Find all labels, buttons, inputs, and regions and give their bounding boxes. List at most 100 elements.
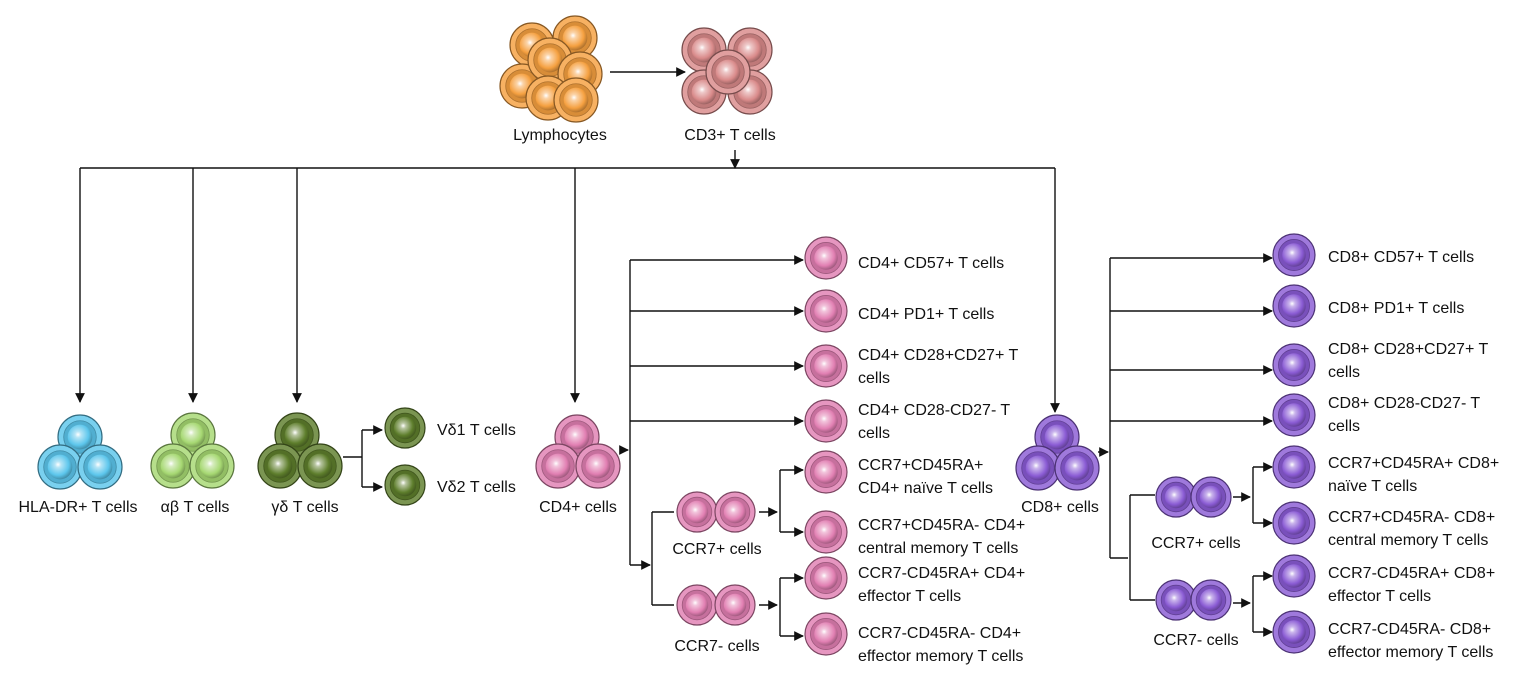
cd8-subset-4-label-line-1: CD8+ CD28-CD27- T (1328, 395, 1480, 412)
cd8-ccr7pos-cell-2 (1190, 476, 1232, 518)
hla-dr-cell-3 (77, 444, 123, 490)
vd2-t-cells-label: Vδ2 T cells (437, 479, 516, 496)
vd1-t-cells-label: Vδ1 T cells (437, 422, 516, 439)
cd8-subset-4-label-line-2: cells (1328, 418, 1360, 435)
lymphocytes-label: Lymphocytes (513, 127, 607, 144)
cd4-subset-6-label-line-1: CCR7+CD45RA- CD4+ (858, 517, 1025, 534)
cd4-subset-8-label-line-2: effector memory T cells (858, 648, 1023, 665)
cd8-subset-1-label-line-1: CD8+ CD57+ T cells (1328, 249, 1474, 266)
cd8-subset-5-label-line-2: naïve T cells (1328, 478, 1417, 495)
cd4-subset-3-label: CD4+ CD28+CD27+ T cells (858, 347, 1018, 387)
cd8-subset-7-label: CCR7-CD45RA+ CD8+ effector T cells (1328, 565, 1495, 605)
cd8-subset-2-label-line-1: CD8+ PD1+ T cells (1328, 300, 1464, 317)
cd4-subset-2-label-line-1: CD4+ PD1+ T cells (858, 306, 994, 323)
lymphocyte-cell-7 (553, 77, 599, 123)
cd4-subset-1-label-line-1: CD4+ CD57+ T cells (858, 255, 1004, 272)
cd8-subset-2-cell (1272, 284, 1316, 328)
gd-cell-2 (257, 443, 303, 489)
cd8-subset-6-cell (1272, 501, 1316, 545)
cd4-ccr7neg-cell-2 (714, 584, 756, 626)
cd4-subset-5-label-line-1: CCR7+CD45RA+ (858, 457, 983, 474)
cd8-subset-1-cell (1272, 233, 1316, 277)
cd4-ccr7neg-cell-1 (676, 584, 718, 626)
cd8-subset-8-label-line-1: CCR7-CD45RA- CD8+ (1328, 621, 1491, 638)
gd-t-cells-label: γδ T cells (271, 499, 338, 516)
cd8-subset-7-label-line-2: effector T cells (1328, 588, 1431, 605)
cd4-cell-3 (575, 443, 621, 489)
ab-cell-2 (150, 443, 196, 489)
cd3-cell-5 (705, 49, 751, 95)
cd8-subset-7-cell (1272, 554, 1316, 598)
ab-cell-3 (189, 443, 235, 489)
cd4-subset-5-label: CCR7+CD45RA+ CD4+ naïve T cells (858, 457, 993, 497)
cd8-subset-6-label-line-2: central memory T cells (1328, 532, 1488, 549)
cd8-subset-8-cell (1272, 610, 1316, 654)
cd4-subset-8-label-line-1: CCR7-CD45RA- CD4+ (858, 625, 1021, 642)
cd4-ccr7pos-cell-1 (676, 491, 718, 533)
cd4-subset-8-label: CCR7-CD45RA- CD4+ effector memory T cells (858, 625, 1023, 665)
cell-icons (37, 15, 1316, 656)
cd4-subset-3-cell (804, 344, 848, 388)
cd8-cells-label: CD8+ cells (1021, 499, 1099, 516)
gd-cell-3 (297, 443, 343, 489)
cd4-subset-3-label-line-2: cells (858, 370, 890, 387)
cd8-subset-1-label: CD8+ CD57+ T cells (1328, 249, 1474, 266)
cd8-subset-6-label-line-1: CCR7+CD45RA- CD8+ (1328, 509, 1495, 526)
gd-cell-1 (274, 412, 320, 458)
cd8-cell-3 (1054, 445, 1100, 491)
hla-dr-t-cells-label: HLA-DR+ T cells (19, 499, 138, 516)
cd4-subset-2-cell (804, 289, 848, 333)
cd4-subset-4-cell (804, 399, 848, 443)
hla-dr-cell-2 (37, 444, 83, 490)
cd4-subset-7-label-line-1: CCR7-CD45RA+ CD4+ (858, 565, 1025, 582)
cd3-t-cells-label: CD3+ T cells (684, 127, 775, 144)
cd4-subset-5-cell (804, 450, 848, 494)
cd4-subset-7-label-line-2: effector T cells (858, 588, 961, 605)
cd4-ccr7pos-label: CCR7+ cells (672, 541, 761, 558)
cd4-subset-4-label-line-1: CD4+ CD28-CD27- T (858, 402, 1010, 419)
cd8-subset-5-label-line-1: CCR7+CD45RA+ CD8+ (1328, 455, 1499, 472)
cd8-subset-3-cell (1272, 343, 1316, 387)
connector-lines (75, 67, 1273, 641)
cd8-subset-3-label: CD8+ CD28+CD27+ T cells (1328, 341, 1488, 381)
cd8-cell-1 (1034, 414, 1080, 460)
cd4-subset-6-cell (804, 510, 848, 554)
cd8-subset-7-label-line-1: CCR7-CD45RA+ CD8+ (1328, 565, 1495, 582)
cd4-ccr7pos-cell-2 (714, 491, 756, 533)
cd8-subset-8-label-line-2: effector memory T cells (1328, 644, 1493, 661)
cd8-subset-5-label: CCR7+CD45RA+ CD8+ naïve T cells (1328, 455, 1499, 495)
cd4-subset-7-cell (804, 556, 848, 600)
cd4-subset-4-label-line-2: cells (858, 425, 890, 442)
cd8-ccr7neg-label: CCR7- cells (1153, 632, 1238, 649)
cd4-cell-2 (535, 443, 581, 489)
vd1-cell (384, 407, 426, 449)
cd4-subset-2-label: CD4+ PD1+ T cells (858, 306, 994, 323)
cd4-cells-label: CD4+ cells (539, 499, 617, 516)
cd4-subset-8-cell (804, 612, 848, 656)
cd8-subset-8-label: CCR7-CD45RA- CD8+ effector memory T cells (1328, 621, 1493, 661)
cd8-ccr7pos-label: CCR7+ cells (1151, 535, 1240, 552)
cd8-subset-3-label-line-2: cells (1328, 364, 1360, 381)
cd8-cell-2 (1015, 445, 1061, 491)
cd8-subset-3-label-line-1: CD8+ CD28+CD27+ T (1328, 341, 1488, 358)
cd8-ccr7pos-cell-1 (1155, 476, 1197, 518)
cd8-subset-4-label: CD8+ CD28-CD27- T cells (1328, 395, 1480, 435)
cd4-subset-6-label-line-2: central memory T cells (858, 540, 1018, 557)
cd4-subset-5-label-line-2: CD4+ naïve T cells (858, 480, 993, 497)
vd2-cell (384, 464, 426, 506)
ab-t-cells-label: αβ T cells (161, 499, 230, 516)
cd8-subset-5-cell (1272, 445, 1316, 489)
cd4-subset-1-label: CD4+ CD57+ T cells (858, 255, 1004, 272)
cd8-subset-6-label: CCR7+CD45RA- CD8+ central memory T cells (1328, 509, 1495, 549)
cd8-ccr7neg-cell-1 (1155, 579, 1197, 621)
cd8-subset-2-label: CD8+ PD1+ T cells (1328, 300, 1464, 317)
cd8-subset-4-cell (1272, 393, 1316, 437)
cd4-subset-7-label: CCR7-CD45RA+ CD4+ effector T cells (858, 565, 1025, 605)
cd4-subset-4-label: CD4+ CD28-CD27- T cells (858, 402, 1010, 442)
cd4-subset-1-cell (804, 236, 848, 280)
cd8-ccr7neg-cell-2 (1190, 579, 1232, 621)
cd4-subset-6-label: CCR7+CD45RA- CD4+ central memory T cells (858, 517, 1025, 557)
cd4-subset-3-label-line-1: CD4+ CD28+CD27+ T (858, 347, 1018, 364)
cd4-ccr7neg-label: CCR7- cells (674, 638, 759, 655)
